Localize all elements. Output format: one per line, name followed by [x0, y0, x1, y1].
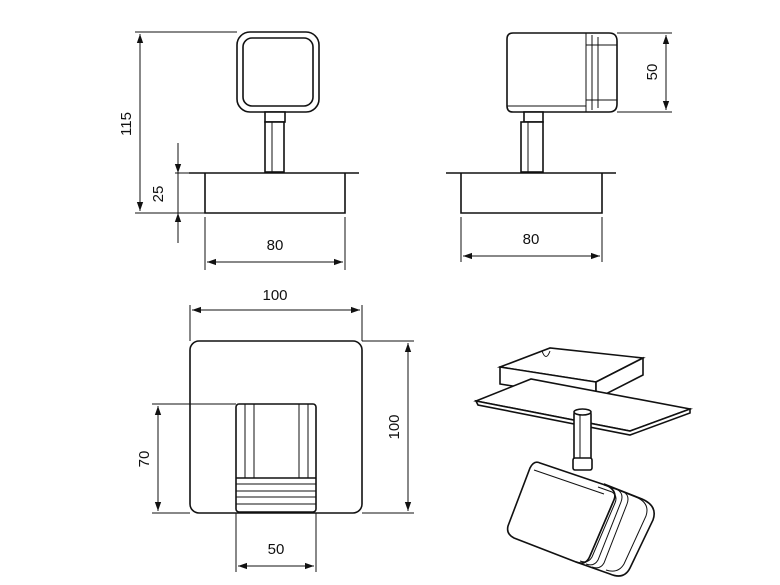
dim-label-80-side: 80 [523, 231, 540, 248]
top-view: 100 100 70 50 [136, 287, 414, 572]
iso-head-cap-outer [575, 483, 655, 577]
front-base [204, 173, 346, 214]
dim-label-80-front: 80 [267, 237, 284, 254]
isometric-view [473, 347, 694, 577]
iso-plate-edge [474, 399, 691, 436]
dim-label-70: 70 [136, 451, 153, 468]
dim-label-25: 25 [150, 186, 167, 203]
front-head-inner [242, 37, 314, 107]
dim-label-50-bottom: 50 [268, 541, 285, 558]
top-head [235, 403, 317, 513]
front-view: 115 25 80 [118, 31, 359, 270]
side-view: 50 80 [446, 32, 672, 262]
side-knuckle [523, 111, 544, 123]
side-stem [520, 121, 544, 173]
dim-label-50-side: 50 [644, 64, 661, 81]
side-head [506, 32, 618, 113]
front-stem [264, 121, 285, 173]
iso-stem [573, 411, 592, 463]
dim-label-115: 115 [118, 112, 135, 136]
dim-label-100-h: 100 [262, 287, 287, 304]
side-base [460, 173, 603, 214]
top-plate [189, 340, 363, 514]
front-knuckle [264, 111, 286, 123]
front-head-outer [236, 31, 320, 113]
dim-label-100-v: 100 [386, 414, 403, 439]
